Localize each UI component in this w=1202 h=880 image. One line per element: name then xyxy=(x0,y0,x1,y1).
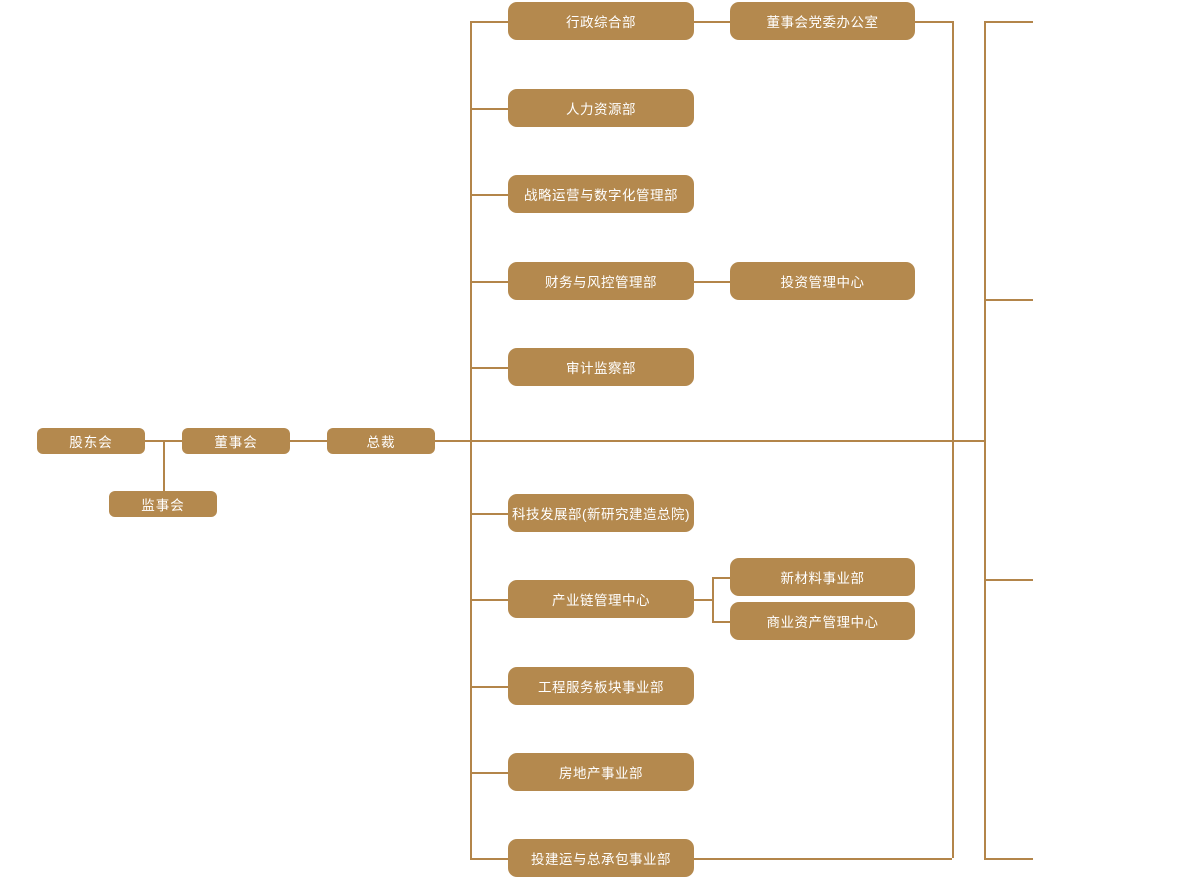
node-epc-dept-label: 投建运与总承包事业部 xyxy=(531,852,671,867)
connector-trunk xyxy=(470,21,472,858)
connector-president-main xyxy=(435,440,984,442)
connector-finance-investment xyxy=(694,281,730,283)
node-shareholders-label: 股东会 xyxy=(69,435,113,450)
node-board-party-office: 董事会党委办公室 xyxy=(730,2,915,40)
node-industry-chain-center-label: 产业链管理中心 xyxy=(552,593,650,608)
connector-trunk-chain xyxy=(470,599,508,601)
connector-chain-bracket-drop xyxy=(712,577,714,622)
connector-trunk-engineering xyxy=(470,686,508,688)
node-board-of-directors: 董事会 xyxy=(182,428,290,454)
node-audit-dept: 审计监察部 xyxy=(508,348,694,386)
node-strategy-digital-dept-label: 战略运营与数字化管理部 xyxy=(524,188,678,203)
connector-partyoffice-rail xyxy=(915,21,952,23)
connector-supervisory-drop xyxy=(163,440,165,491)
node-shareholders: 股东会 xyxy=(37,428,145,454)
node-board-party-office-label: 董事会党委办公室 xyxy=(766,15,879,30)
node-finance-risk-dept: 财务与风控管理部 xyxy=(508,262,694,300)
connector-rail-outer xyxy=(984,21,986,858)
node-president-label: 总裁 xyxy=(366,435,396,450)
connector-trunk-audit xyxy=(470,367,508,369)
node-hr-dept-label: 人力资源部 xyxy=(566,102,636,117)
node-audit-dept-label: 审计监察部 xyxy=(566,361,636,376)
node-investment-center: 投资管理中心 xyxy=(730,262,915,300)
connector-rail-stub-2 xyxy=(984,299,1033,301)
node-investment-center-label: 投资管理中心 xyxy=(780,275,865,290)
node-engineering-services-dept-label: 工程服务板块事业部 xyxy=(538,680,664,695)
connector-trunk-finance xyxy=(470,281,508,283)
connector-trunk-admin xyxy=(470,21,508,23)
connector-rail-stub-1 xyxy=(984,21,1033,23)
connector-rail-stub-3 xyxy=(984,579,1033,581)
node-hr-dept: 人力资源部 xyxy=(508,89,694,127)
connector-bracket-assets xyxy=(712,621,730,623)
node-supervisory-board-label: 监事会 xyxy=(141,498,185,513)
node-new-materials-dept: 新材料事业部 xyxy=(730,558,915,596)
node-commercial-assets-center-label: 商业资产管理中心 xyxy=(766,615,879,630)
node-real-estate-dept: 房地产事业部 xyxy=(508,753,694,791)
connector-rail-inner xyxy=(952,21,954,858)
connector-admin-partyoffice xyxy=(694,21,730,23)
connector-epc-rail xyxy=(694,858,952,860)
node-board-of-directors-label: 董事会 xyxy=(214,435,258,450)
connector-bracket-materials xyxy=(712,577,730,579)
node-admin-dept-label: 行政综合部 xyxy=(566,15,636,30)
node-commercial-assets-center: 商业资产管理中心 xyxy=(730,602,915,640)
connector-board-president xyxy=(290,440,327,442)
node-finance-risk-dept-label: 财务与风控管理部 xyxy=(545,275,657,290)
node-epc-dept: 投建运与总承包事业部 xyxy=(508,839,694,877)
node-supervisory-board: 监事会 xyxy=(109,491,217,517)
node-strategy-digital-dept: 战略运营与数字化管理部 xyxy=(508,175,694,213)
node-industry-chain-center: 产业链管理中心 xyxy=(508,580,694,618)
node-president: 总裁 xyxy=(327,428,435,454)
connector-chain-bracket xyxy=(694,599,712,601)
node-real-estate-dept-label: 房地产事业部 xyxy=(559,766,643,781)
node-new-materials-dept-label: 新材料事业部 xyxy=(780,571,865,586)
connector-trunk-strategy xyxy=(470,194,508,196)
node-engineering-services-dept: 工程服务板块事业部 xyxy=(508,667,694,705)
node-tech-dev-dept-label: 科技发展部(新研究建造总院) xyxy=(512,507,690,522)
connector-trunk-tech xyxy=(470,513,508,515)
node-admin-dept: 行政综合部 xyxy=(508,2,694,40)
connector-trunk-hr xyxy=(470,108,508,110)
node-tech-dev-dept: 科技发展部(新研究建造总院) xyxy=(508,494,694,532)
connector-trunk-epc xyxy=(470,858,508,860)
connector-rail-stub-4 xyxy=(984,858,1033,860)
connector-trunk-realestate xyxy=(470,772,508,774)
